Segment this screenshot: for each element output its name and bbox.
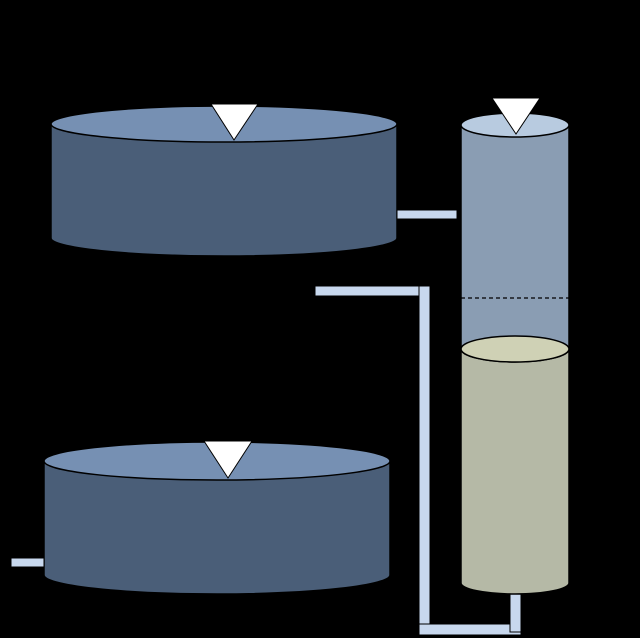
- column-upper-section: [460, 124, 570, 363]
- upper-tank: [50, 103, 398, 257]
- lower-tank-outlet-pipe: [10, 557, 45, 568]
- column-lower-section: [460, 348, 570, 595]
- feed-line-bottom: [418, 623, 522, 636]
- feed-line-vertical: [418, 285, 431, 627]
- column-interface-surface: [460, 335, 570, 363]
- feed-line-horizontal: [314, 285, 430, 297]
- upper-tank-body: [50, 123, 398, 257]
- column-level-marker: [491, 97, 541, 135]
- lower-tank: [43, 440, 391, 595]
- lower-tank-level-marker: [203, 440, 253, 479]
- vertical-column: [460, 97, 570, 595]
- upper-tank-level-marker: [210, 103, 259, 141]
- upper-tank-outlet-pipe: [396, 209, 458, 220]
- lower-tank-body: [43, 460, 391, 595]
- column-bottom-outlet-pipe: [509, 591, 522, 633]
